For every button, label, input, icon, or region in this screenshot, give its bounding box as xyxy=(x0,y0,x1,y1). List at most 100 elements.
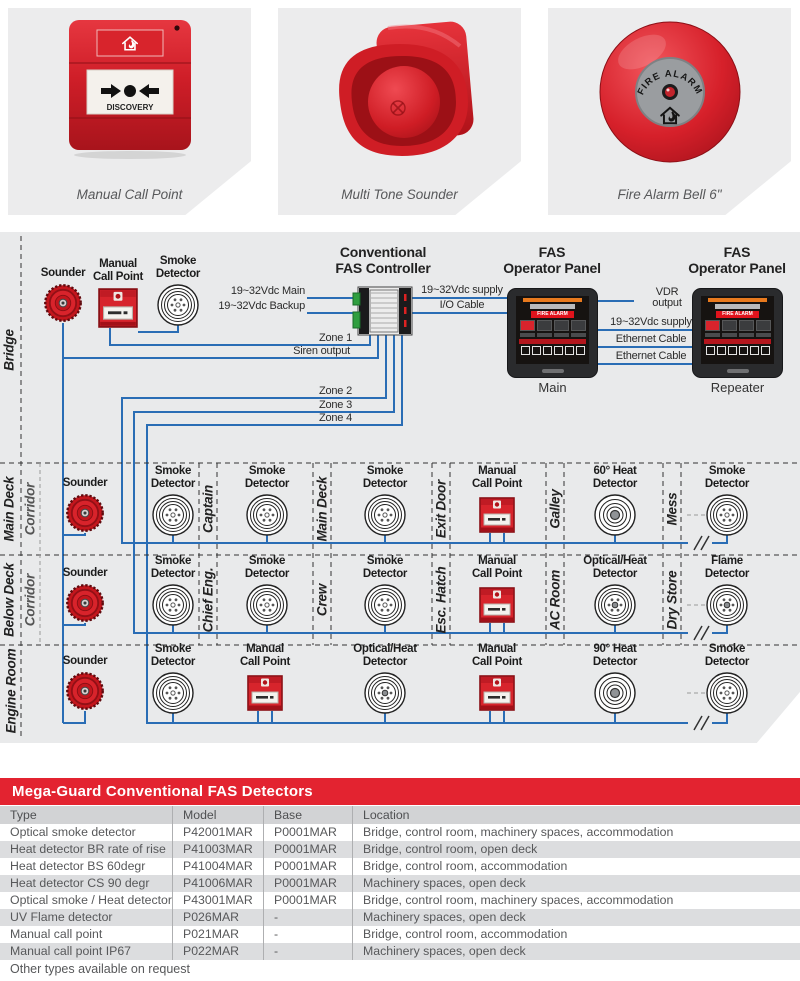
column-header: Model xyxy=(172,806,263,824)
table-row: Heat detector BS 60degr P41004MAR P0001M… xyxy=(0,858,800,875)
section-label: Captain xyxy=(200,484,216,534)
product-panel-manual-call-point: DISCOVERY Manual Call Point xyxy=(8,8,251,215)
screen-buttons xyxy=(519,320,586,331)
section-label: Galley xyxy=(547,489,563,529)
sounder-icon xyxy=(65,583,105,623)
smoke-detector-icon xyxy=(245,493,289,537)
section-label: Main Deck xyxy=(314,476,330,542)
multi-tone-sounder-photo xyxy=(338,21,473,156)
wiring-layer xyxy=(0,236,800,740)
column-header: Location xyxy=(352,806,800,824)
heat-detector-icon xyxy=(593,671,637,715)
fas-controller-device xyxy=(352,286,413,336)
panel-screen: FIRE ALARM xyxy=(516,296,589,364)
column-header: Type xyxy=(10,808,37,822)
screen-alert-strip xyxy=(703,339,772,344)
table-row: Heat detector CS 90 degr P41006MAR P0001… xyxy=(0,875,800,892)
table-row: Manual call point P021MAR - Bridge, cont… xyxy=(0,926,800,943)
zone-label-main-deck: Main Deck xyxy=(1,476,17,542)
section-label: Exit Door xyxy=(433,479,449,539)
section-label: AC Room xyxy=(547,569,563,631)
table-row: Manual call point IP67 P022MAR - Machine… xyxy=(0,943,800,960)
screen-alarm-bar: FIRE ALARM xyxy=(715,311,760,318)
brand-text: DISCOVERY xyxy=(106,103,153,112)
screen-buttons xyxy=(704,320,771,331)
wire-break-marks xyxy=(693,535,710,731)
sounder-icon xyxy=(65,493,105,533)
manual-call-point-icon xyxy=(479,587,515,623)
screen-function-keys xyxy=(704,346,771,355)
screen-status-bar xyxy=(529,304,576,309)
screen-header-bar xyxy=(708,298,767,302)
smoke-detector-icon xyxy=(151,583,195,627)
optical-heat-detector-icon xyxy=(593,583,637,627)
sounder-icon xyxy=(65,671,105,711)
wire-label-vdc-main: 19~32Vdc Main xyxy=(230,285,305,297)
zone-label-corridor-1: Corridor xyxy=(22,482,38,536)
table-row: Optical smoke / Heat detector P43001MAR … xyxy=(0,892,800,909)
wire-label-io-cable: I/O Cable xyxy=(439,300,485,311)
zone-label-bridge: Bridge xyxy=(1,329,17,371)
product-caption: Fire Alarm Bell 6" xyxy=(617,187,722,202)
smoke-detector-icon xyxy=(156,283,200,327)
fire-alarm-bell-photo: FIRE ALARM xyxy=(599,21,740,163)
table-footnote: Other types available on request xyxy=(10,962,190,976)
wire-label-ethernet2: Ethernet Cable xyxy=(615,351,687,362)
column-header: Base xyxy=(263,806,352,824)
wire-label-ethernet1: Ethernet Cable xyxy=(615,334,687,345)
panel-caption-main: Main xyxy=(538,380,567,395)
smoke-detector-icon xyxy=(151,493,195,537)
gray-dashed-lines xyxy=(39,463,705,694)
wire-label-zone2: Zone 2 xyxy=(318,385,352,397)
compartment-dashed-lines xyxy=(0,236,800,740)
manual-call-point-icon xyxy=(98,288,138,328)
panel-caption-repeater: Repeater xyxy=(710,380,765,395)
table-title: Mega-Guard Conventional FAS Detectors xyxy=(0,778,800,805)
section-label: Mess xyxy=(664,492,680,526)
fas-system-diagram: Bridge Main Deck Corridor Below Deck Cor… xyxy=(0,232,800,743)
panel-screen: FIRE ALARM xyxy=(701,296,774,364)
screen-alert-strip xyxy=(518,339,587,344)
panel-connector xyxy=(541,369,564,373)
table-row: Optical smoke detector P42001MAR P0001MA… xyxy=(0,824,800,841)
section-label: Crew xyxy=(314,583,330,617)
flame-detector-icon xyxy=(705,583,749,627)
product-caption: Multi Tone Sounder xyxy=(341,187,458,202)
blue-wires xyxy=(62,297,728,724)
section-label: Dry Store xyxy=(664,570,680,630)
table-row: UV Flame detector P026MAR - Machinery sp… xyxy=(0,909,800,926)
wire-label-supply2: 19~32Vdc supply xyxy=(610,317,692,328)
section-label: Esc. Hatch xyxy=(433,566,449,634)
product-caption: Manual Call Point xyxy=(76,187,183,202)
arrow-right-icon xyxy=(100,84,121,98)
manual-call-point-icon xyxy=(479,497,515,533)
smoke-detector-icon xyxy=(363,583,407,627)
wire-label-siren-output: Siren output xyxy=(293,345,350,357)
table-row: Heat detector BR rate of rise P41003MAR … xyxy=(0,841,800,858)
wire-label-zone3: Zone 3 xyxy=(318,399,352,411)
product-panel-multi-tone-sounder: Multi Tone Sounder xyxy=(278,8,521,215)
wire-label-zone4: Zone 4 xyxy=(318,412,352,424)
smoke-detector-icon xyxy=(151,671,195,715)
smoke-detector-icon xyxy=(705,671,749,715)
optical-heat-detector-icon xyxy=(363,671,407,715)
wire-label-supply: 19~32Vdc supply xyxy=(421,285,503,296)
detectors-table: Type Model Base Location Optical smoke d… xyxy=(0,806,800,960)
screen-header-bar xyxy=(523,298,582,302)
heat-detector-icon xyxy=(593,493,637,537)
smoke-detector-icon xyxy=(705,493,749,537)
zone-label-below-deck: Below Deck xyxy=(1,563,17,637)
screen-function-keys xyxy=(519,346,586,355)
smoke-detector-icon xyxy=(245,583,289,627)
manual-call-point-icon xyxy=(479,675,515,711)
screen-alarm-bar: FIRE ALARM xyxy=(530,311,575,318)
sounder-icon xyxy=(43,283,83,323)
wire-label-vdc-backup: 19~32Vdc Backup xyxy=(218,300,305,312)
zone-label-corridor-2: Corridor xyxy=(22,573,38,627)
fas-operator-panel-main: FIRE ALARM xyxy=(507,288,598,378)
